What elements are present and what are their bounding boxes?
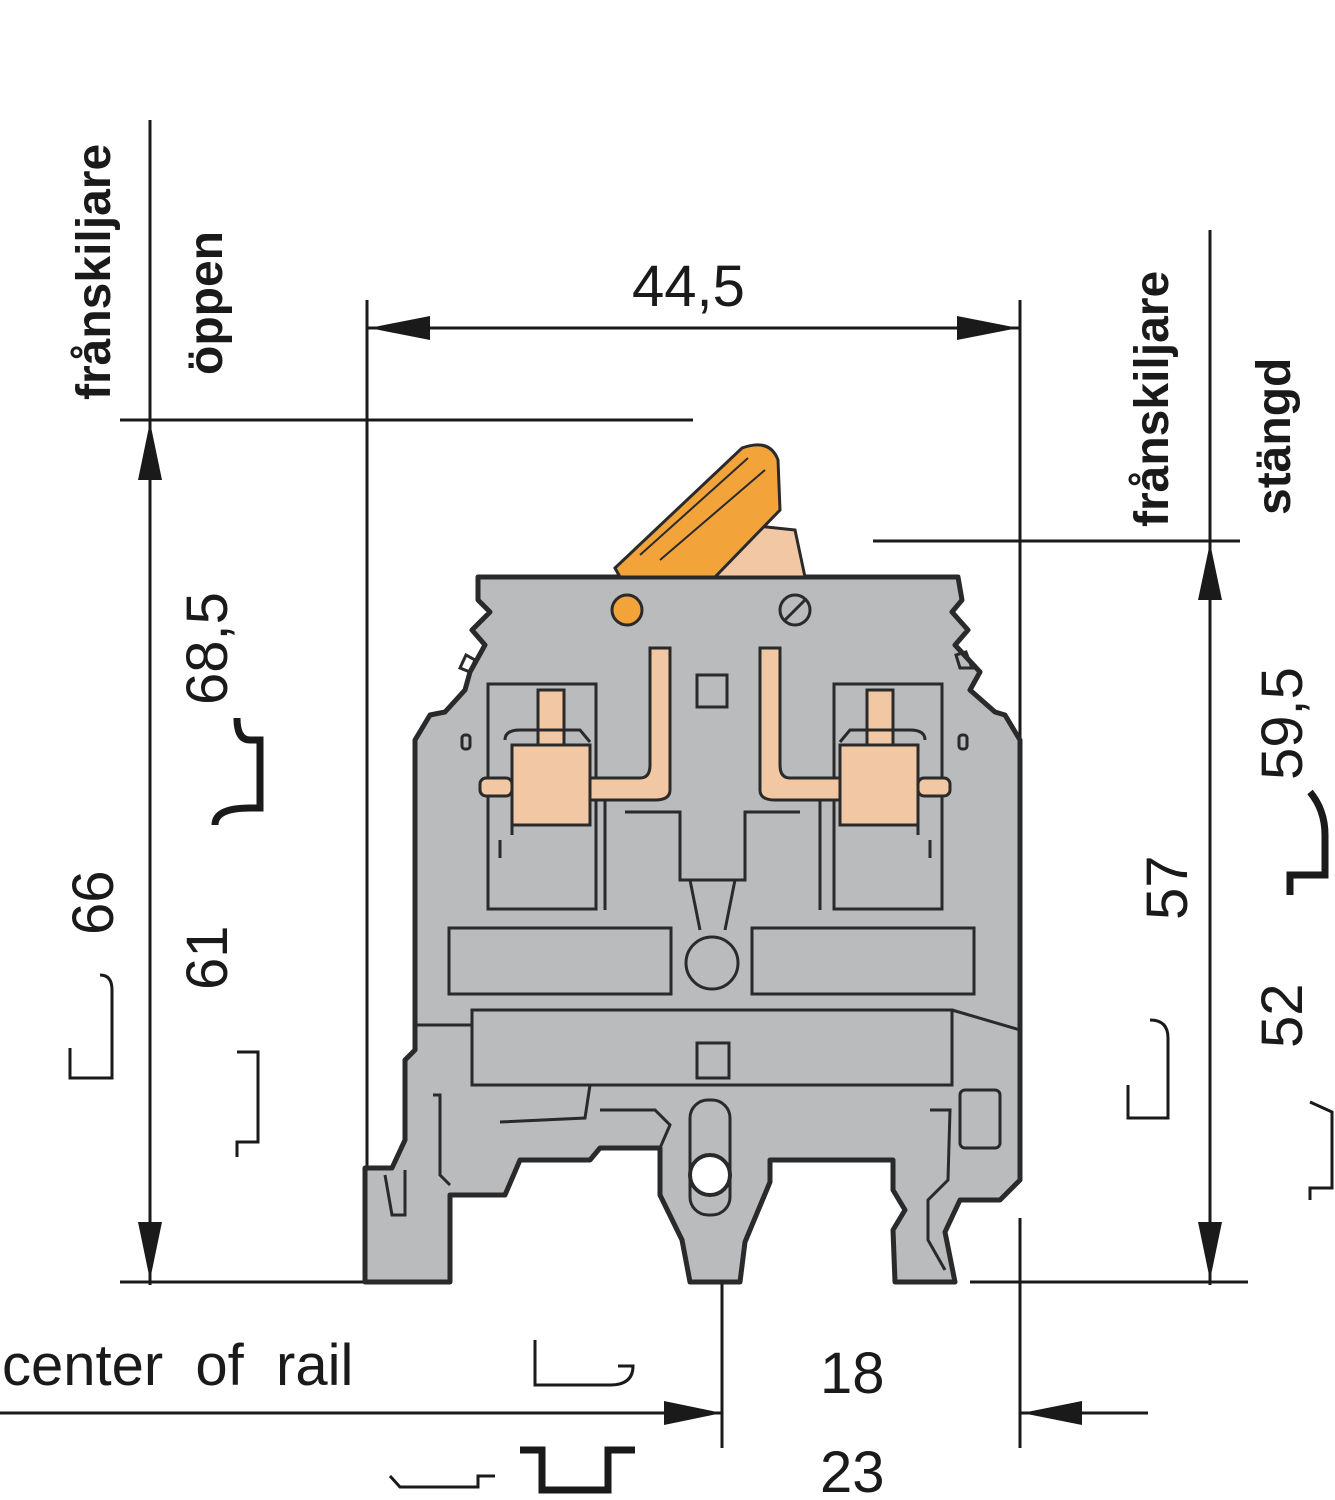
dim-57: 57 [1135,855,1200,920]
right-state-label: stängd [1248,358,1301,515]
isolator-lever [610,443,812,627]
dim-18: 18 [820,1341,885,1406]
dim-44-5: 44,5 [632,254,745,319]
center-of-rail-label: center of rail [2,1333,353,1398]
right-isolator-label: frånskiljare [1126,271,1179,527]
dim-52: 52 [1250,983,1315,1048]
text-labels: frånskiljare öppen frånskiljare stängd 4… [2,144,1315,1500]
dim-68-5: 68,5 [175,592,240,705]
dim-61: 61 [175,925,240,990]
left-isolator-label: frånskiljare [68,144,121,400]
copper-contacts [478,646,952,858]
rail-symbols [68,717,1334,1494]
left-state-label: öppen [180,231,233,375]
terminal-housing [362,574,1023,1285]
dim-66: 66 [61,870,126,935]
dim-23: 23 [820,1440,885,1500]
dimension-lines [0,120,1248,1448]
dim-59-5: 59,5 [1250,667,1315,780]
